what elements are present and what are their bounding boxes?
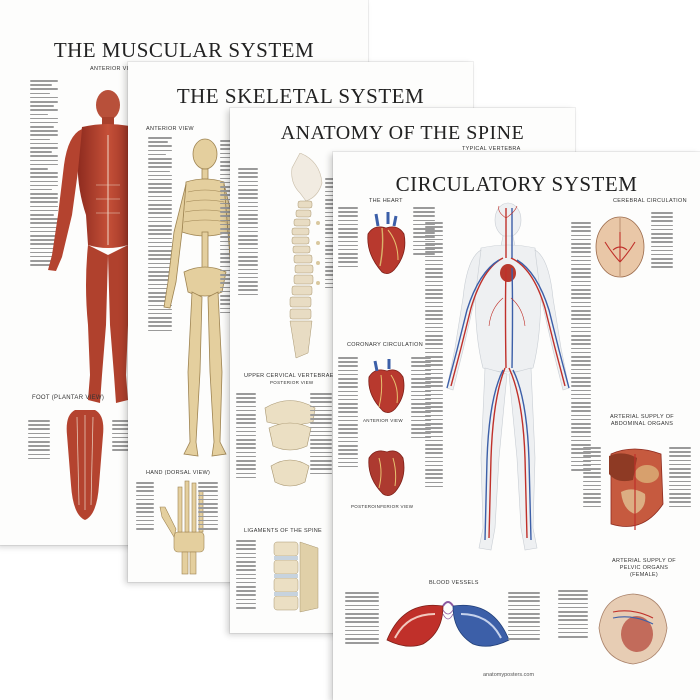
blood-vessels-illustration — [386, 601, 510, 647]
publisher-credit: anatomyposters.com — [483, 672, 535, 678]
foot-illustration — [66, 410, 104, 520]
pelvic-organs-illustration — [598, 593, 668, 665]
label-column — [148, 137, 172, 332]
label-column — [310, 393, 332, 475]
spine-illustration — [289, 153, 323, 359]
label-column — [345, 592, 379, 644]
subtitle-foot-plantar-view: FOOT (PLANTAR VIEW) — [32, 395, 105, 401]
subtitle-blood-vessels: BLOOD VESSELS — [429, 580, 479, 586]
subtitle-typical-vertebra: TYPICAL VERTEBRA — [462, 146, 521, 152]
subtitle-upper-cervical-vertebrae: UPPER CERVICAL VERTEBRAE — [244, 373, 334, 379]
poster-title: ANATOMY OF THE SPINE — [280, 122, 525, 144]
label-column — [338, 357, 358, 468]
poster-title: THE SKELETAL SYSTEM — [176, 84, 425, 108]
brain-illustration — [595, 216, 645, 278]
subtitle-posteroinferior-view: POSTEROINFERIOR VIEW — [351, 504, 414, 509]
subtitle-the-heart: THE HEART — [369, 198, 403, 204]
subtitle-cerebral-circulation: CEREBRAL CIRCULATION — [613, 198, 687, 204]
label-column — [651, 212, 673, 269]
posteroinferior-heart-illustration — [368, 450, 405, 496]
subtitle-hand-dorsal-view: HAND (DORSAL VIEW) — [146, 470, 211, 476]
heart-illustration — [367, 212, 406, 274]
label-column — [136, 482, 154, 530]
label-column — [425, 222, 443, 488]
label-column — [236, 540, 256, 609]
label-column — [413, 207, 435, 255]
subtitle-posterior-view: POSTERIOR VIEW — [270, 380, 314, 385]
label-column — [411, 357, 431, 439]
label-column — [338, 207, 358, 268]
subtitle-arterial-supply-of-pelvic-organs: ARTERIAL SUPPLY OF PELVIC ORGANS (FEMALE… — [612, 558, 676, 578]
circulatory-body-figure — [446, 202, 570, 551]
coronary-heart-illustration — [368, 359, 405, 413]
label-column — [236, 393, 256, 479]
subtitle-anterior-view: ANTERIOR VIEW — [146, 126, 194, 132]
label-column — [669, 447, 691, 508]
poster-title: CIRCULATORY SYSTEM — [395, 172, 638, 196]
label-column — [112, 420, 134, 451]
subtitle-anterior-view: ANTERIOR VIEW — [363, 418, 403, 423]
abdominal-organs-illustration — [609, 448, 664, 530]
label-column — [571, 222, 591, 471]
hand-illustration — [159, 480, 205, 575]
subtitle-arterial-supply-of-abdominal-organs: ARTERIAL SUPPLY OF ABDOMINAL ORGANS — [610, 414, 674, 427]
label-column — [28, 420, 50, 460]
ligaments-illustration — [273, 541, 319, 613]
subtitle-anterior-view: ANTERIOR VIEW — [90, 66, 138, 72]
cervical-vertebrae-illustration — [264, 400, 316, 487]
subtitle-coronary-circulation: CORONARY CIRCULATION — [347, 342, 423, 348]
label-column — [198, 482, 218, 530]
label-column — [508, 592, 540, 640]
subtitle-ligaments-of-the-spine: LIGAMENTS OF THE SPINE — [244, 528, 323, 534]
label-column — [558, 590, 588, 638]
poster-title: THE MUSCULAR SYSTEM — [53, 38, 315, 62]
label-column — [238, 168, 258, 296]
poster-circulatory-system: CIRCULATORY SYSTEM THE HEART CORONARY CI… — [333, 152, 700, 700]
label-column — [583, 447, 601, 508]
label-column — [30, 80, 58, 266]
